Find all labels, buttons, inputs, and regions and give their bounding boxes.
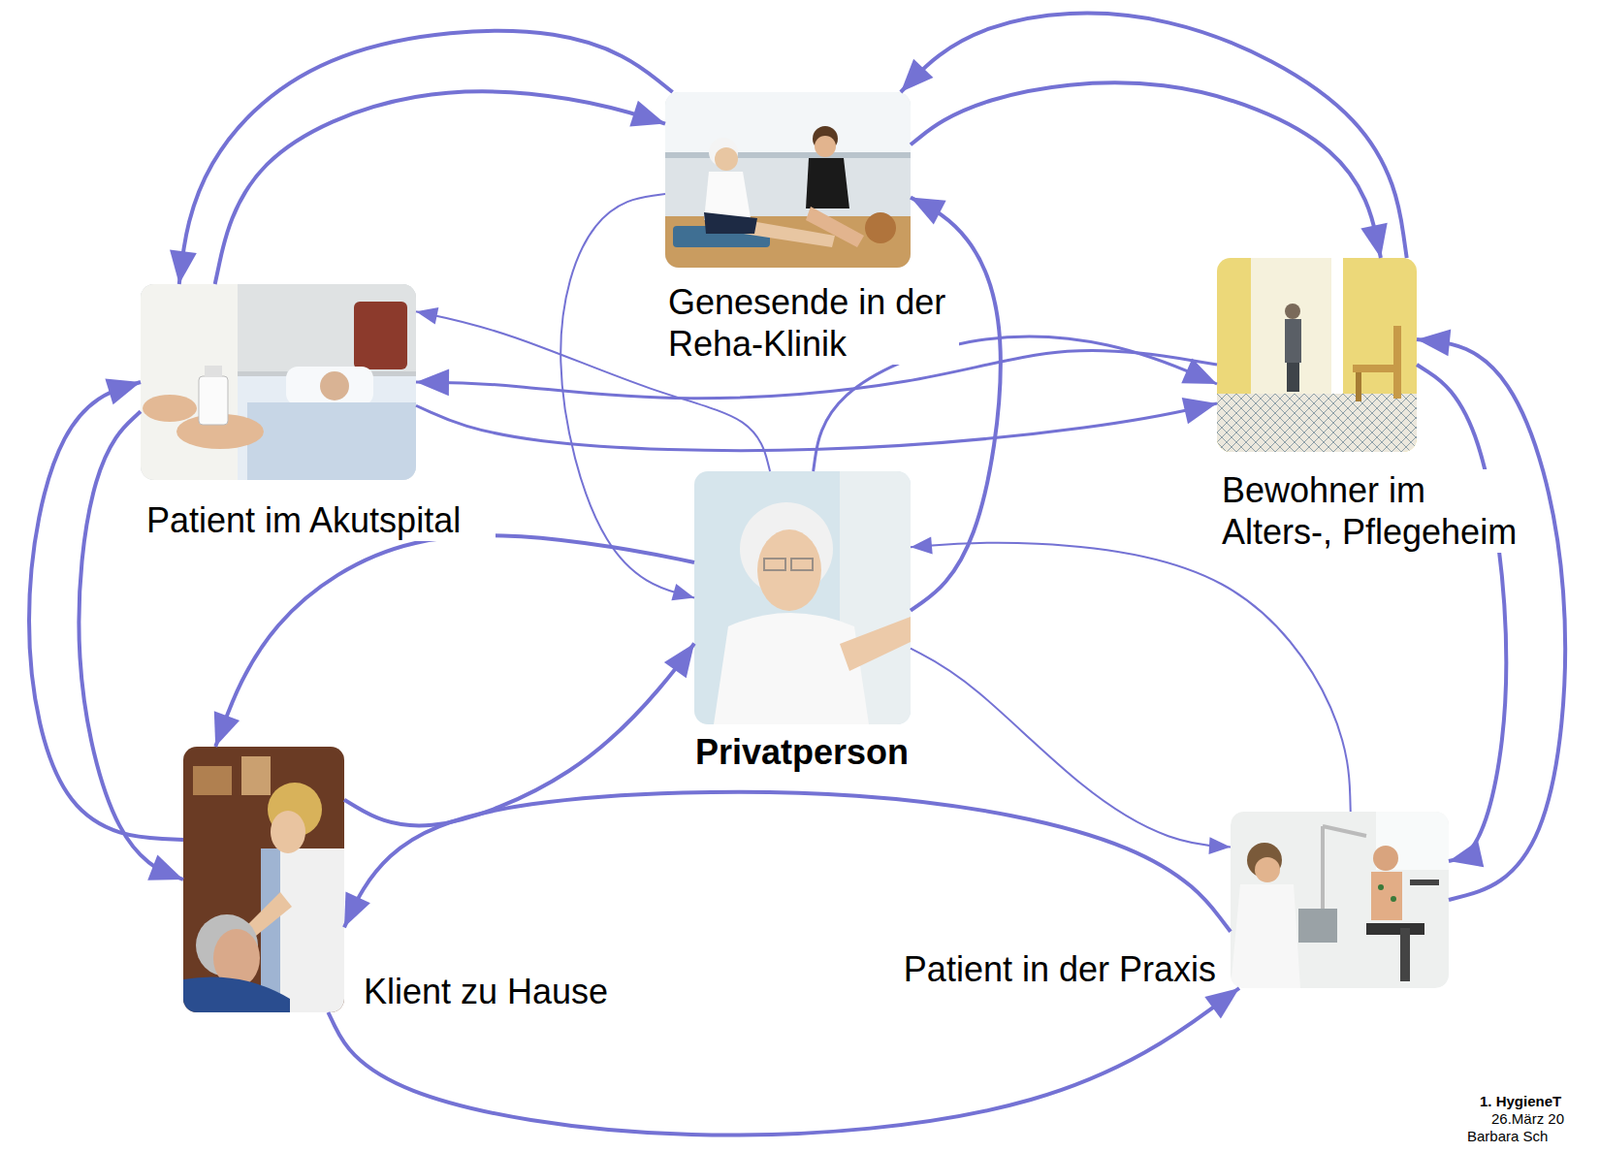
flow-arrow (344, 642, 695, 826)
trainer-top (805, 158, 850, 209)
patient-shirt (704, 171, 751, 221)
care-home-photo (1216, 257, 1417, 452)
flow-arrow (560, 193, 695, 599)
node-label: Bewohner im Alters-, Pflegeheim (1221, 469, 1531, 553)
flow-arrow (1416, 339, 1566, 900)
bottle-cap (204, 365, 223, 378)
flow-arrow (78, 411, 184, 880)
flow-arrow (1416, 364, 1506, 862)
chair (353, 301, 408, 370)
flow-arrow (813, 336, 1217, 472)
hospital-photo (140, 284, 416, 480)
flow-arrow (910, 648, 1231, 848)
resident-head (1284, 303, 1301, 320)
bike-seat (1366, 923, 1425, 935)
bike-handle (1409, 879, 1440, 886)
flow-arrow (416, 311, 770, 472)
glasses (791, 558, 813, 571)
flow-arrow (215, 91, 666, 285)
nurse-top (260, 848, 345, 1013)
photo-node: Genesende in der Reha-Klinik (665, 92, 911, 268)
trainer-legs (805, 206, 864, 248)
trainer-face (814, 135, 836, 158)
wall (1230, 811, 1449, 989)
pillow (286, 366, 374, 406)
nurse-coat (140, 284, 238, 480)
gym-ball (864, 212, 896, 244)
wall (1216, 257, 1417, 452)
bottle (198, 376, 228, 425)
flow-arrow (215, 535, 695, 747)
bike-column (1400, 928, 1410, 982)
resident-body (1284, 319, 1302, 363)
flow-arrow (327, 988, 1240, 1136)
door-frame (1331, 257, 1344, 394)
nurse-face (270, 810, 306, 854)
background (694, 471, 911, 725)
arm (839, 616, 911, 672)
node-label: Klient zu Hause (363, 970, 636, 1013)
node-label: Genesende in der Reha-Klinik (668, 281, 960, 365)
photo-node: Klient zu Hause (183, 746, 345, 1013)
private-person-photo (694, 471, 911, 725)
footer-note: Barbara Sch (1467, 1127, 1548, 1146)
gym-windows (665, 92, 911, 153)
patient-head (320, 371, 350, 401)
photo-node: Patient in der Praxis (1230, 811, 1449, 989)
flow-arrow (910, 543, 1351, 812)
flow-arrow (910, 197, 1001, 611)
patient-torso (1371, 871, 1403, 921)
flow-arrow (179, 31, 673, 285)
node-label: Patient in der Praxis (886, 948, 1216, 991)
flow-arrow (910, 82, 1381, 258)
rehab-photo (665, 92, 911, 268)
resident-legs (1286, 362, 1300, 392)
flow-arrow (416, 350, 1217, 398)
glasses (764, 558, 786, 571)
room (183, 746, 345, 1013)
patient-face (714, 147, 738, 171)
node-label: Patient im Akutspital (146, 499, 496, 542)
gym-wall (665, 92, 911, 268)
flow-arrow (29, 382, 184, 840)
monitor-arm (1322, 826, 1367, 909)
patient-shorts (704, 212, 758, 234)
nurse-coat (1230, 884, 1301, 989)
picture-frame (241, 756, 271, 796)
picture-frame (192, 766, 232, 796)
monitor (1298, 908, 1338, 943)
nurse-hand (142, 394, 197, 422)
doorway (1250, 257, 1334, 394)
blanket (247, 402, 416, 480)
footer-note: 1. HygieneT (1479, 1092, 1562, 1111)
home-client-photo (183, 746, 345, 1013)
chair-leg (1355, 372, 1362, 402)
flow-arrow (344, 792, 1231, 932)
electrode (1377, 884, 1384, 891)
nurse-face (1254, 857, 1280, 883)
footer-note: 26.März 20 (1491, 1110, 1565, 1128)
wall-band (665, 152, 911, 159)
patient-head (1373, 845, 1399, 871)
shirt (713, 612, 869, 725)
node-label: Privatperson (675, 731, 928, 773)
chair-back (1393, 325, 1402, 399)
practice-photo (1230, 811, 1449, 989)
flow-arrow (900, 13, 1408, 258)
photo-node: Bewohner im Alters-, Pflegeheim (1216, 257, 1417, 452)
photo-node: Privatperson (694, 471, 911, 725)
electrode (1390, 896, 1397, 902)
face (757, 529, 822, 611)
room-floor (140, 284, 416, 480)
tiled-floor (1216, 393, 1417, 452)
photo-node: Patient im Akutspital (140, 284, 416, 480)
client-scarf (183, 977, 290, 1014)
